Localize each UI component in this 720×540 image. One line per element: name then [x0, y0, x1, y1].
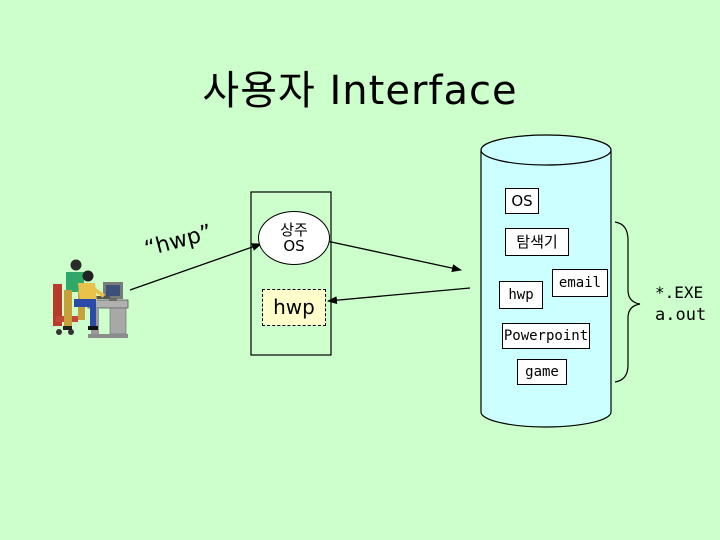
executables-brace: [614, 221, 641, 383]
user-at-computer-illustration: [53, 259, 129, 338]
hwp-memory-box: hwp: [262, 289, 326, 326]
disk-os-label: OS: [505, 188, 539, 214]
disk-explorer-label: 탐색기: [505, 228, 569, 256]
arrow-resident-os-to-disk: [321, 239, 462, 273]
disk-powerpoint-label: Powerpoint: [502, 323, 590, 349]
arrow-user-to-resident-os: [129, 243, 262, 291]
disk-game-label: game: [517, 359, 567, 385]
resident-os-circle: 상주 OS: [258, 211, 330, 265]
disk-cylinder: [480, 134, 612, 428]
disk-email-label: email: [552, 269, 608, 297]
resident-os-label-line1: 상주: [280, 221, 308, 239]
disk-hwp-label: hwp: [499, 281, 543, 309]
resident-os-frame: [250, 191, 332, 356]
resident-os-label-line2: OS: [283, 237, 305, 255]
arrow-disk-to-hwp: [327, 287, 471, 305]
exe-extension-label: *.EXE: [655, 283, 704, 302]
page-title: 사용자 Interface: [202, 68, 518, 114]
aout-label: a.out: [655, 305, 707, 325]
